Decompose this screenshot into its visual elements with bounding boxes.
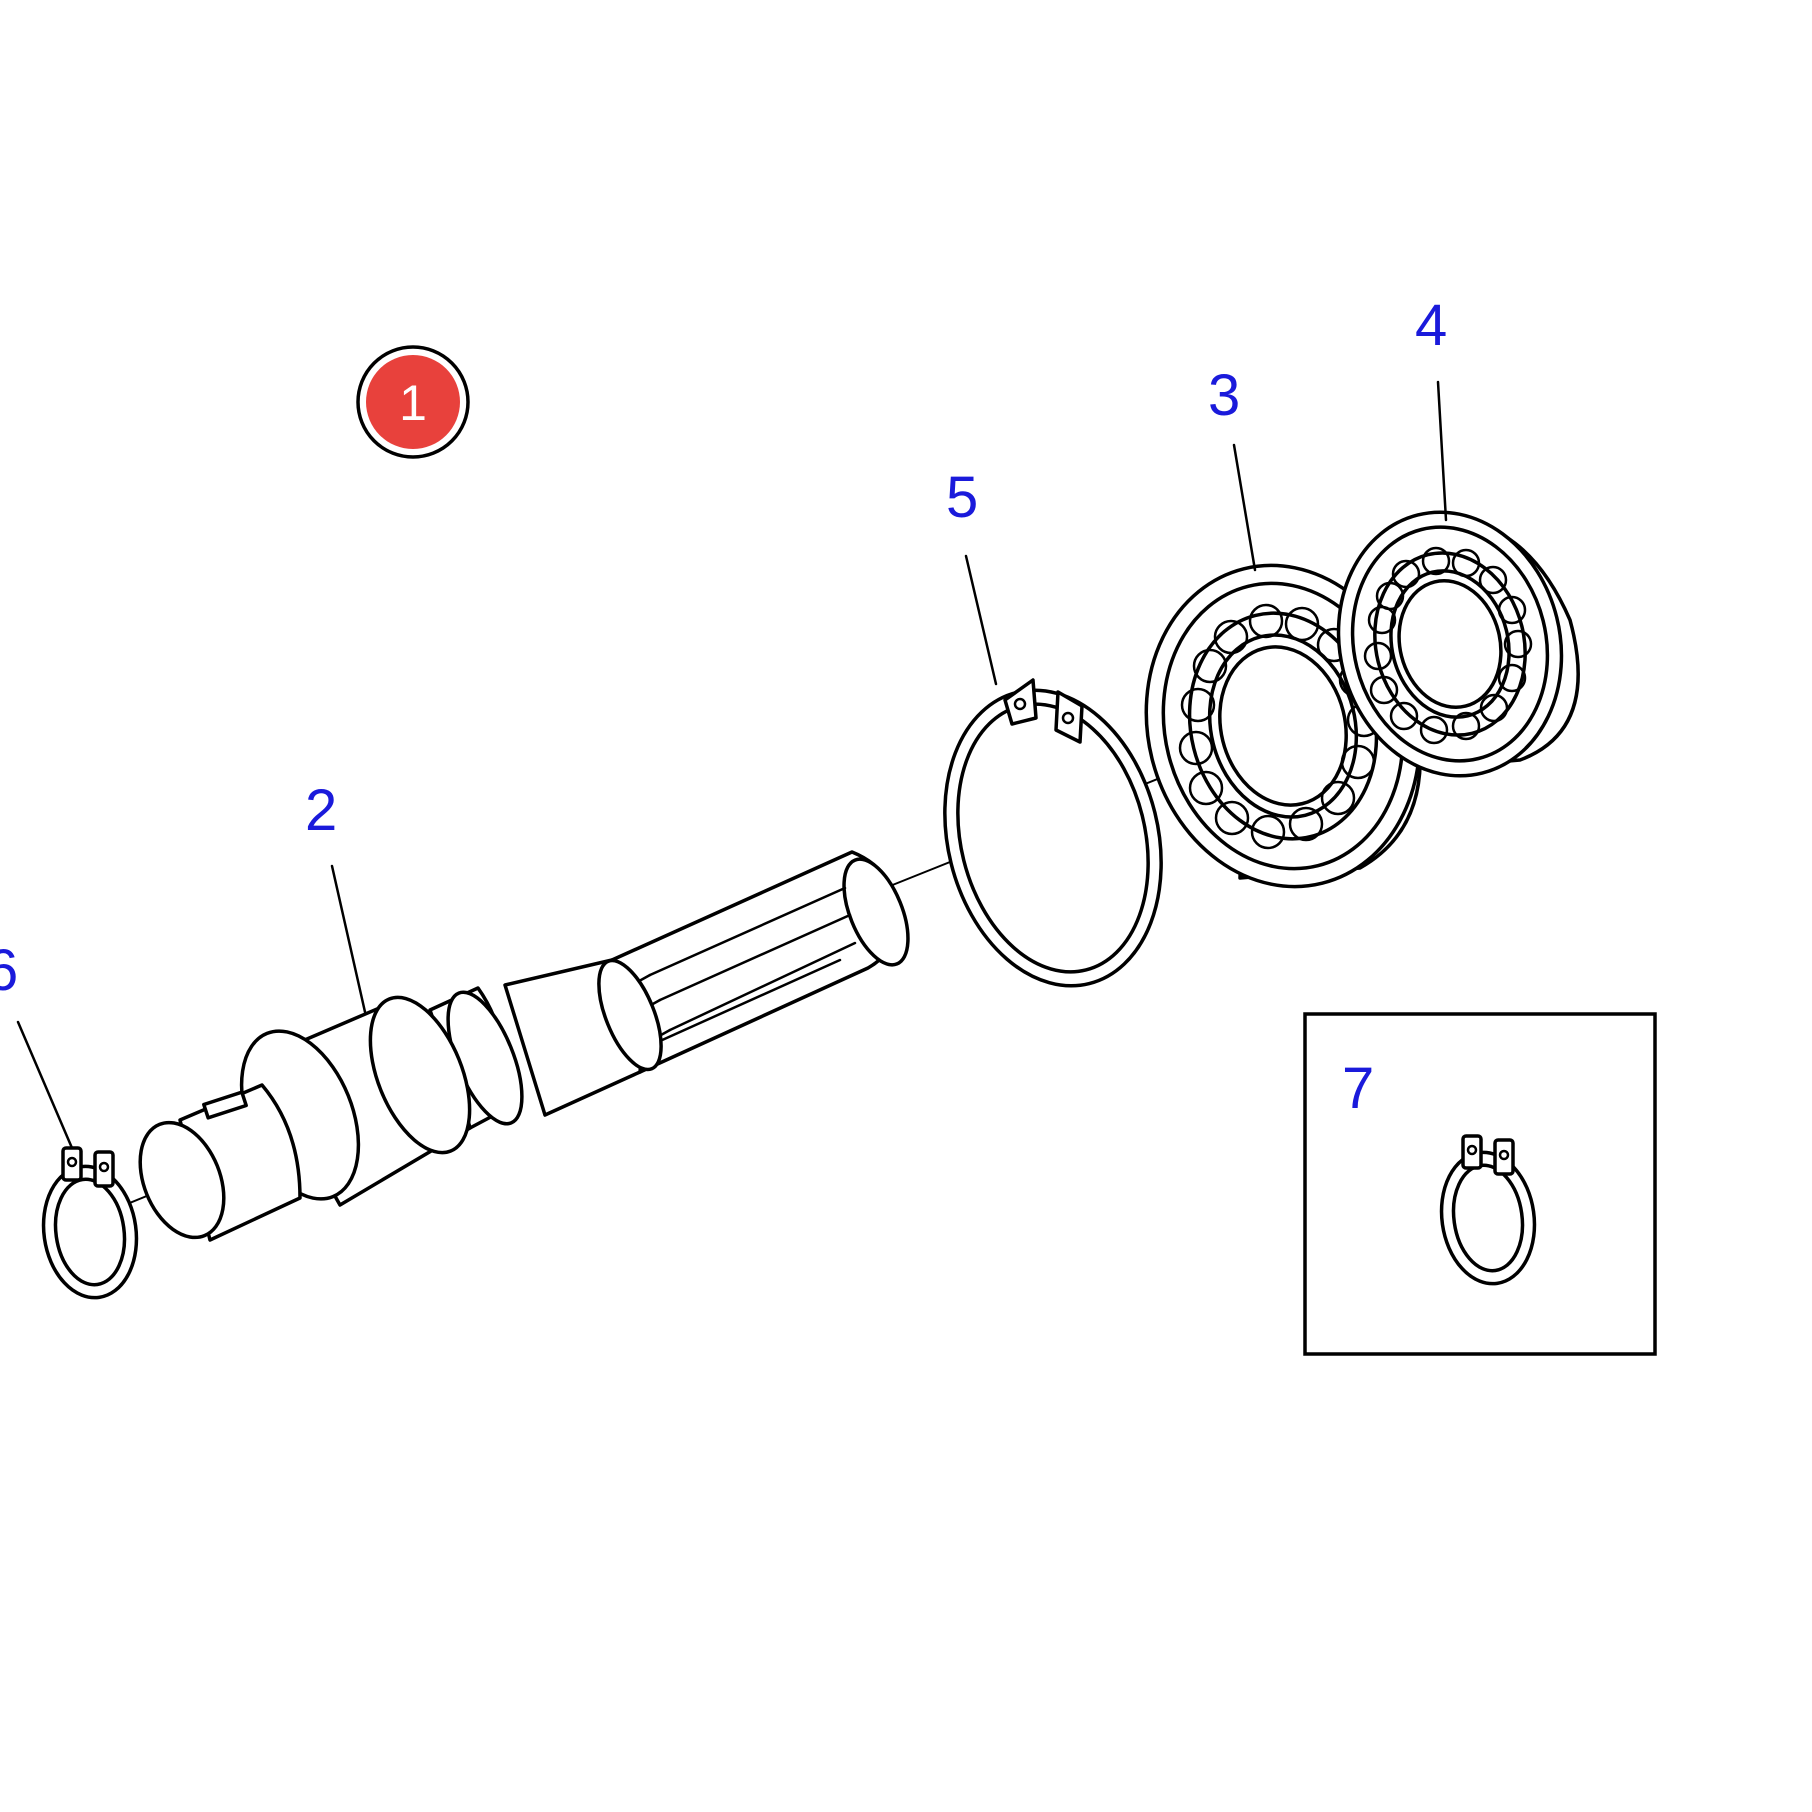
part-7-detail-box[interactable] [1303,1012,1657,1356]
callout-7[interactable]: 7 [1342,1056,1374,1121]
callout-5[interactable]: 5 [946,465,978,530]
leader-line-5 [964,554,998,686]
small-bearing-rollers [1363,546,1533,745]
leader-line-6 [16,1020,74,1150]
part-6-snap-ring[interactable] [35,1146,144,1304]
part-4-small-bearing[interactable] [1311,488,1589,799]
callout-labels: 2 3 4 5 6 7 [0,293,1447,1121]
leader-line-3 [1232,443,1257,572]
leader-lines [16,380,1448,1150]
leader-line-4 [1436,380,1448,522]
part-2-shaft[interactable] [124,850,921,1250]
leader-line-2 [330,864,367,1014]
part-5-retaining-ring[interactable] [915,667,1191,1009]
callout-2[interactable]: 2 [305,778,337,843]
figure-badge[interactable]: 1 [356,345,470,459]
figure-badge-number: 1 [399,375,427,431]
callout-3[interactable]: 3 [1208,363,1240,428]
part-3-large-bearing[interactable] [1113,536,1453,916]
callout-4[interactable]: 4 [1415,293,1447,358]
part-7-snap-ring [1439,1134,1537,1286]
figure-badge-fill [366,355,460,449]
callout-6[interactable]: 6 [0,938,18,1003]
